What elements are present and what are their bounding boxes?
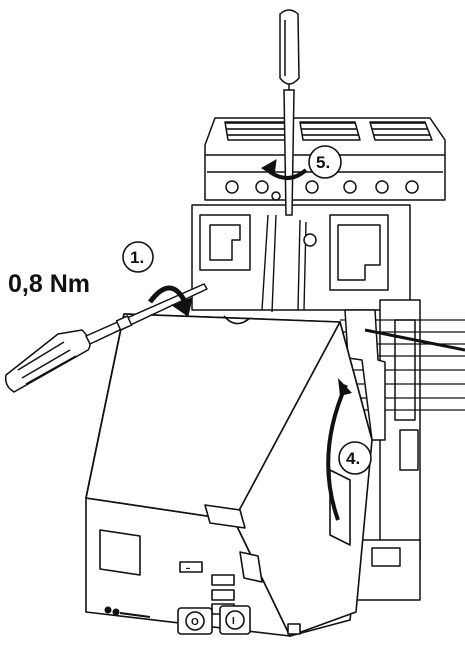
step-1-circle bbox=[122, 241, 154, 273]
wire-clip bbox=[344, 309, 386, 441]
button-symbol: I bbox=[232, 616, 235, 627]
front-panel-label-text: ▬ bbox=[186, 565, 190, 570]
front-panel-label bbox=[179, 561, 203, 573]
rotation-arrow-side bbox=[147, 285, 193, 317]
side-screwdriver-handle bbox=[4, 329, 91, 393]
internal-wires bbox=[261, 214, 307, 313]
front-panel-switch-2 bbox=[211, 589, 235, 601]
torque-label: 0,8 Nm bbox=[8, 270, 90, 298]
front-panel-slot bbox=[239, 551, 263, 583]
top-screwdriver-shaft bbox=[283, 89, 295, 216]
step-4-label: 4. bbox=[346, 449, 360, 468]
logo-mark bbox=[104, 606, 151, 618]
cover-right-face bbox=[233, 321, 373, 637]
front-panel-window bbox=[99, 529, 141, 576]
terminal-slot-2 bbox=[299, 121, 361, 141]
front-button bbox=[225, 610, 245, 630]
step-5-circle bbox=[308, 145, 342, 179]
step-marker-5: 5. bbox=[308, 145, 342, 179]
side-screwdriver-shaft bbox=[85, 283, 208, 345]
top-screwdriver bbox=[279, 9, 300, 216]
step-marker-4: 4. bbox=[338, 441, 372, 475]
step-marker-1: 1. bbox=[122, 241, 154, 273]
top-screwdriver-handle bbox=[279, 9, 300, 85]
terminal-hole-6 bbox=[405, 180, 419, 194]
step-5-label: 5. bbox=[316, 153, 330, 172]
terminal-hole-2 bbox=[255, 180, 269, 194]
step-4-circle bbox=[338, 441, 372, 475]
side-screwdriver bbox=[4, 283, 208, 393]
terminal-screw-small bbox=[271, 191, 281, 201]
trip-unit-cover bbox=[85, 313, 373, 637]
right-wire-bundle bbox=[340, 319, 465, 411]
terminal-slot-3 bbox=[369, 121, 433, 141]
terminal-hole-5 bbox=[375, 180, 389, 194]
terminal-hole-4 bbox=[343, 180, 357, 194]
knob-symbol: O bbox=[191, 617, 199, 628]
terminal-slot-1 bbox=[224, 121, 291, 141]
terminal-hole-3 bbox=[305, 180, 319, 194]
terminal-hole-1 bbox=[225, 180, 239, 194]
internal-screw bbox=[303, 233, 317, 247]
rotation-arrow-top bbox=[261, 159, 308, 180]
step-1-label: 1. bbox=[130, 248, 144, 267]
front-knob bbox=[185, 611, 205, 631]
front-panel-switch-1 bbox=[211, 574, 235, 586]
swing-arrow bbox=[326, 378, 352, 521]
